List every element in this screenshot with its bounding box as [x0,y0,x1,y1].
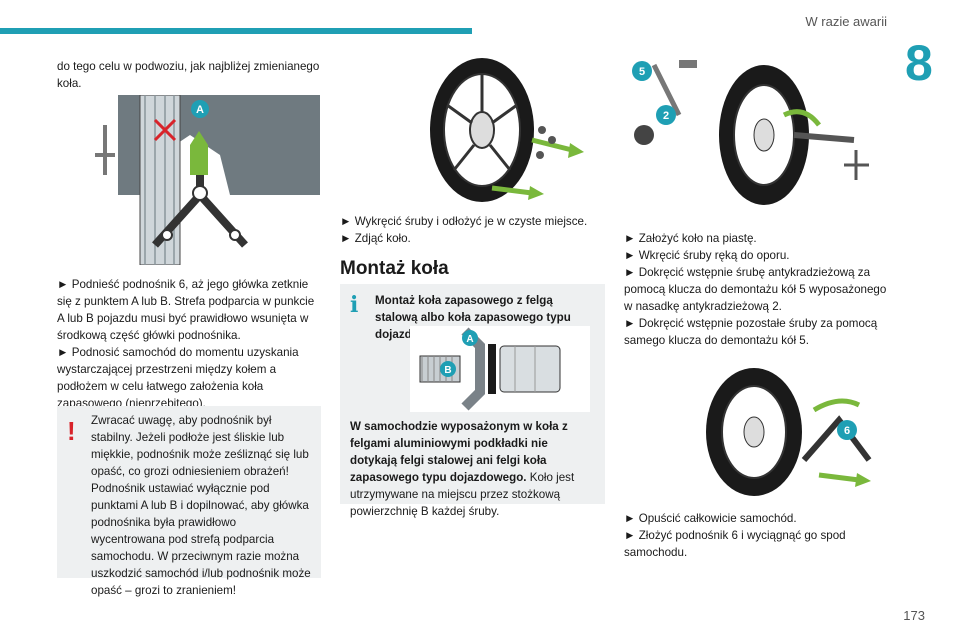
figure-tighten-bolts: 5 2 [624,55,886,215]
intro-text: do tego celu w podwoziu, jak najbliżej z… [57,60,320,90]
header-accent-bar [0,28,472,34]
figure-label-5: 5 [639,66,645,78]
figure-label-2: 2 [663,110,669,122]
step-tighten-antitheft: ► Dokręcić wstępnie śrubę antykradzieżow… [624,266,887,313]
bullet-arrow-icon: ► [57,346,69,359]
info-body: W samochodzie wyposażonym w koła z felga… [350,418,595,520]
figure-bolt-washer: A B [410,326,590,412]
wheel-removal-illustration [342,55,604,205]
jack-illustration: A [70,95,320,265]
info-icon: i [350,292,359,318]
info-body-bold: W samochodzie wyposażonym w koła z felga… [350,420,568,484]
figure-label-a: A [196,104,204,116]
column-2-steps: ► Wykręcić śruby i odłożyć je w czyste m… [340,213,608,247]
figure-jack-under-car: A [70,95,320,265]
step-lower-car: ► Opuścić całkowicie samochód. [624,512,797,525]
step-mount-wheel: ► Założyć koło na piastę. [624,232,757,245]
info-body-rest: Koło jest utrzymywane na miejscu przez s… [350,471,575,518]
column-1-intro: do tego celu w podwoziu, jak najbliżej z… [57,58,322,92]
bullet-arrow-icon: ► [624,249,636,262]
step-fold-jack: ► Złożyć podnośnik 6 i wyciągnąć go spod… [624,529,846,559]
section-heading-mount-wheel: Montaż koła [340,258,449,279]
bullet-arrow-icon: ► [624,317,636,330]
bullet-arrow-icon: ► [340,215,352,228]
figure-label-6: 6 [844,425,850,437]
column-1-steps: ► Podnieść podnośnik 6, aż jego główka z… [57,276,322,412]
bullet-arrow-icon: ► [624,266,636,279]
bullet-arrow-icon: ► [624,512,636,525]
bolt-washer-illustration: A B [410,326,590,412]
bullet-arrow-icon: ► [624,232,636,245]
chapter-number: 8 [905,35,933,91]
bullet-arrow-icon: ► [57,278,69,291]
column-3-final-steps: ► Opuścić całkowicie samochód. ► Złożyć … [624,510,894,561]
step-tighten-rest: ► Dokręcić wstępnie pozostałe śruby za p… [624,317,878,347]
step-unscrew-bolts: ► Wykręcić śruby i odłożyć je w czyste m… [340,215,588,228]
step-raise-jack: ► Podnieść podnośnik 6, aż jego główka z… [57,278,315,342]
warning-icon: ! [67,416,76,446]
figure-label-a: A [466,334,473,345]
figure-lower-car: 6 [624,360,886,500]
step-hand-tighten: ► Wkręcić śruby ręką do oporu. [624,249,790,262]
step-lift-car: ► Podnosić samochód do momentu uzyskania… [57,346,299,410]
column-3-steps: ► Założyć koło na piastę. ► Wkręcić śrub… [624,230,894,349]
figure-remove-wheel [342,55,604,205]
figure-label-b: B [444,365,451,376]
warning-text-1: Zwracać uwagę, aby podnośnik był stabiln… [91,414,309,478]
warning-box: ! Zwracać uwagę, aby podnośnik był stabi… [57,406,321,597]
step-remove-wheel: ► Zdjąć koło. [340,232,411,245]
header-title: W razie awarii [805,14,887,29]
bullet-arrow-icon: ► [340,232,352,245]
lower-car-illustration: 6 [624,360,886,500]
info-box: i Montaż koła zapasowego z felgą stalową… [340,284,605,518]
bullet-arrow-icon: ► [624,529,636,542]
page-number: 173 [903,608,925,623]
tighten-bolts-illustration: 5 2 [624,55,886,215]
warning-text-2: Podnośnik ustawiać wyłącznie pod punktam… [91,482,311,597]
